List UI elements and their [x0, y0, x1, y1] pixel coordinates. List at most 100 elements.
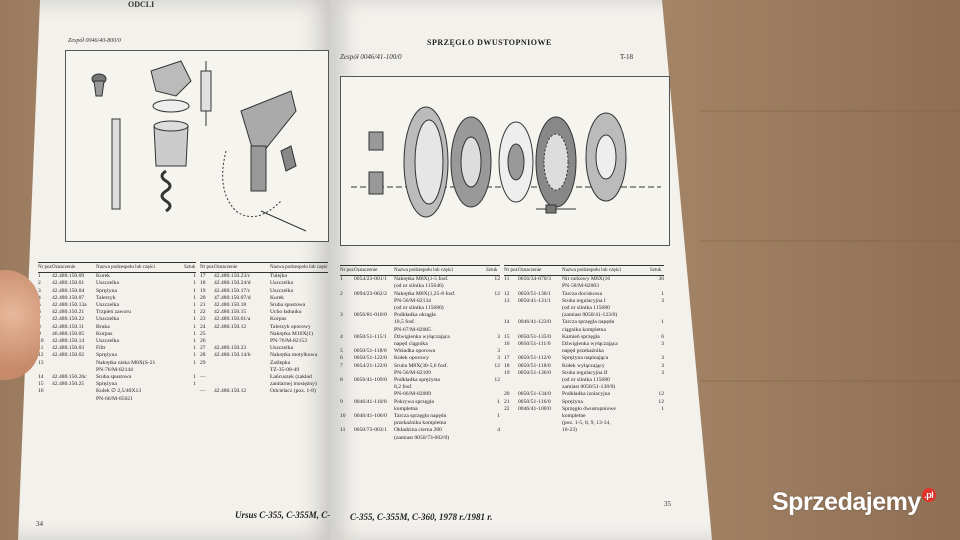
table-row: PN-66/M-82009 [340, 391, 500, 398]
table-cell: 2 [340, 290, 343, 297]
table-cell: 1 [661, 405, 664, 412]
table-cell: Nakrętka M8X(1-5 fosf. [394, 276, 449, 283]
table-cell [486, 327, 500, 334]
table-cell: Śruba spustowa [96, 374, 132, 381]
table-cell: (poz. 1-5, 8, 9, 13-14, [562, 420, 611, 427]
col-header: Nr poz. [38, 265, 52, 270]
figure-code: T-18 [620, 53, 633, 61]
table-cell: Uszczelka [270, 280, 293, 287]
table-cell: 10 [340, 413, 346, 420]
table-cell: 42.480.150.02 [52, 352, 85, 359]
table-cell [486, 391, 500, 398]
table-cell [340, 298, 354, 305]
table-cell: 42.480.150.12 [214, 323, 247, 330]
table-cell: 42.480.150.14 [52, 338, 85, 345]
table-cell [486, 283, 500, 290]
table-cell: 42.480.150.24/d [214, 280, 251, 287]
table-row: (od nr silnika 115646) [340, 283, 500, 290]
table-cell: 0054/23-001/1 [354, 276, 387, 283]
table-row: 8,2 fosf. [340, 384, 500, 391]
table-cell [52, 360, 96, 367]
table-cell: 42.480.150.11 [52, 323, 84, 330]
table-cell: 0050/73-003/1 [354, 427, 387, 434]
table-cell [650, 384, 664, 391]
table-cell: Uszczelka [270, 345, 293, 352]
table-cell: 42.480.150.15 [214, 309, 247, 316]
table-cell: Tarcza sprzęgła napędu [394, 413, 447, 420]
table-cell: 0050/51-118/0 [354, 348, 387, 355]
table-cell: 1 [497, 413, 500, 420]
table-cell: 1 [193, 374, 196, 381]
table-cell: 29 [200, 359, 206, 366]
table-cell: 12 [504, 290, 510, 297]
table-cell: — [200, 388, 206, 395]
table-cell: 0056/81-010/0 [354, 312, 387, 319]
table-cell: Łańcuszek (zakład [270, 374, 312, 381]
table-cell: 42.480.150.18 [214, 302, 247, 309]
table-cell [184, 396, 196, 403]
table-cell: 1 [193, 273, 196, 280]
table-cell: PN-56/M-82109 [394, 369, 431, 376]
table-cell: 17 [504, 355, 510, 362]
table-cell: zanitarnej mosiężny) [270, 381, 317, 388]
table-cell: Dźwigienka wyłączająca [394, 333, 450, 340]
col-header: Sztuk [184, 265, 196, 270]
table-cell: 0046/41-110/0 [354, 398, 387, 405]
table-cell: 1 [38, 273, 41, 280]
right-parts-table-b: Nr poz. Oznaczenie Nazwa podzespołu lub … [504, 265, 664, 435]
table-cell: 3 [340, 312, 343, 319]
table-cell: kompletna [394, 405, 418, 412]
table-cell [184, 367, 196, 374]
table-cell: 12 [494, 362, 500, 369]
right-page-title: SPRZĘGŁO DWUSTOPNIOWE [427, 38, 552, 47]
table-cell [650, 348, 664, 355]
table-row: (od nr silnika 115680) [340, 305, 500, 312]
table-cell [486, 420, 500, 427]
table-cell [504, 312, 518, 319]
table-cell [340, 327, 354, 334]
table-cell: — [200, 374, 206, 381]
table-cell: 46.480.150.05 [52, 330, 85, 337]
table-cell [518, 312, 562, 319]
table-header-row: Nr poz. Oznaczenie Nazwa podzespołu lub … [38, 262, 196, 274]
table-cell [504, 384, 518, 391]
table-cell: 12 [494, 276, 500, 283]
table-cell [340, 406, 354, 413]
table-cell [486, 312, 500, 319]
table-cell: napęd ciągnika [394, 341, 428, 348]
table-cell [486, 384, 500, 391]
table-cell: PN-76/M-82153 [270, 338, 307, 345]
table-cell: Bruka [96, 323, 110, 330]
table-cell: 4 [497, 427, 500, 434]
table-cell: 12 [658, 398, 664, 405]
table-row: PN-76/M-82144 [38, 367, 196, 374]
table-cell: PN-56/M-82134 [394, 297, 431, 304]
table-cell: 0050/51-134/0 [518, 391, 551, 398]
table-cell [518, 327, 562, 334]
table-cell: Kulek ∅ 2,5/40X13 [96, 388, 142, 395]
table-cell: 1 [193, 381, 196, 388]
table-row: (zamiast 0050/73-002/0) [340, 435, 500, 442]
table-cell [504, 327, 518, 334]
table-cell: Okładzina cierna 280 [394, 427, 442, 434]
table-cell: 10 [38, 338, 44, 345]
table-cell: 9 [38, 331, 52, 338]
table-cell: 22 [200, 309, 206, 316]
table-cell [518, 283, 562, 290]
table-cell [354, 298, 394, 305]
